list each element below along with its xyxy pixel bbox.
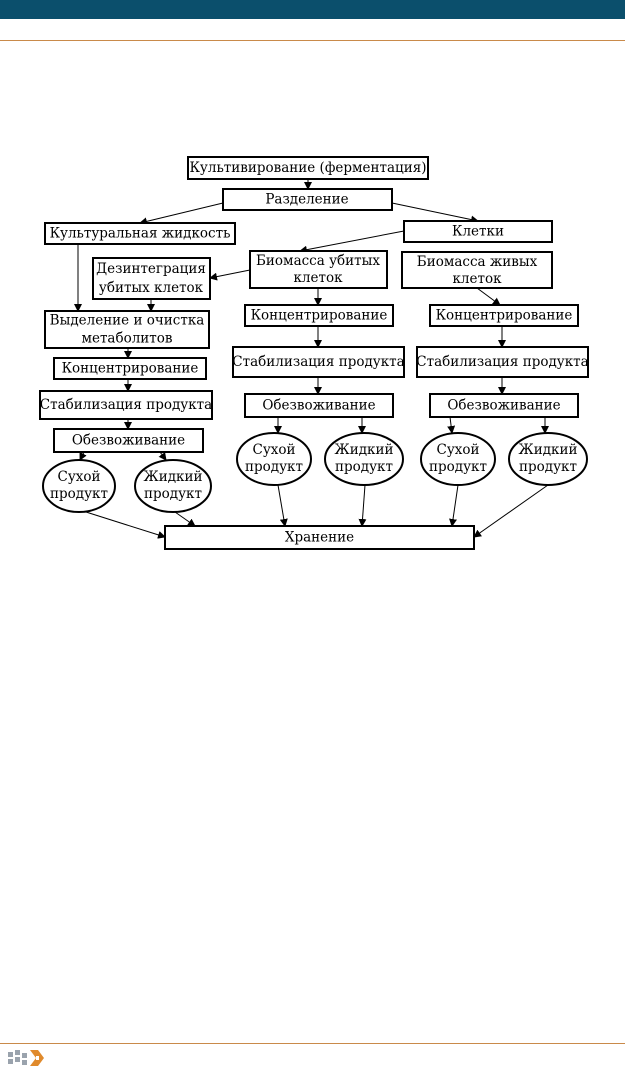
- flow-arrow: [158, 451, 167, 461]
- flow-arrow: [79, 451, 87, 461]
- header-rule: [0, 40, 625, 41]
- flow-arrow: [447, 416, 456, 434]
- dry-product-2-line2: продукт: [245, 459, 303, 475]
- box-living-biomass-line1: Биомасса живых: [417, 254, 538, 270]
- box-separation-label: Разделение: [265, 192, 348, 208]
- box-stabilization-3-label: Стабилизация продукта: [416, 354, 588, 370]
- flow-arrow: [139, 202, 224, 226]
- box-stabilization-2-label: Стабилизация продукта: [232, 354, 404, 370]
- flow-arrow: [449, 484, 459, 527]
- box-dehydration-3-label: Обезвоживание: [447, 398, 560, 414]
- box-living-biomass-line2: клеток: [452, 271, 502, 287]
- box-cells-label: Клетки: [452, 224, 504, 240]
- box-isolation: Выделение и очистка метаболитов: [44, 310, 210, 349]
- flow-arrow: [209, 269, 251, 281]
- box-cultivation-label: Культивирование (ферментация): [189, 160, 426, 176]
- box-dehydration-1: Обезвоживание: [53, 428, 204, 453]
- ellipse-dry-product-1: Сухой продукт: [42, 459, 116, 513]
- box-concentration-3: Концентрирование: [429, 304, 579, 327]
- dry-product-1-line2: продукт: [50, 486, 108, 502]
- dry-product-1-line1: Сухой: [57, 469, 100, 485]
- dry-product-3-line2: продукт: [429, 459, 487, 475]
- ellipse-dry-product-2: Сухой продукт: [236, 432, 312, 486]
- box-living-biomass: Биомасса живых клеток: [401, 251, 553, 289]
- flow-arrow: [277, 484, 288, 527]
- flow-arrow: [358, 484, 367, 527]
- flow-arrows: [74, 179, 549, 539]
- box-concentration-1-label: Концентрирование: [62, 361, 199, 377]
- liquid-product-2-line2: продукт: [335, 459, 393, 475]
- ellipse-liquid-product-3: Жидкий продукт: [508, 432, 588, 486]
- liquid-product-1-line2: продукт: [144, 486, 202, 502]
- box-cultivation: Культивирование (ферментация): [187, 156, 429, 180]
- box-culture-liquid-label: Культуральная жидкость: [50, 226, 231, 242]
- box-concentration-2: Концентрирование: [244, 304, 394, 327]
- box-disintegration-line2: убитых клеток: [99, 280, 204, 296]
- box-dehydration-2-label: Обезвоживание: [262, 398, 375, 414]
- box-stabilization-2: Стабилизация продукта: [232, 346, 405, 378]
- box-killed-biomass-line2: клеток: [293, 270, 343, 286]
- ellipse-liquid-product-1: Жидкий продукт: [134, 459, 212, 513]
- box-storage-label: Хранение: [285, 530, 354, 546]
- flow-arrow: [85, 511, 166, 539]
- flow-arrow: [299, 230, 405, 254]
- box-concentration-2-label: Концентрирование: [251, 308, 388, 324]
- box-separation: Разделение: [222, 188, 393, 211]
- box-dehydration-2: Обезвоживание: [244, 393, 394, 418]
- box-concentration-3-label: Концентрирование: [436, 308, 573, 324]
- liquid-product-3-line2: продукт: [519, 459, 577, 475]
- box-concentration-1: Концентрирование: [53, 357, 207, 380]
- header-bar: [0, 0, 625, 19]
- box-dehydration-1-label: Обезвоживание: [72, 433, 185, 449]
- box-killed-biomass-line1: Биомасса убитых: [256, 253, 380, 269]
- dry-product-3-line1: Сухой: [436, 442, 479, 458]
- box-dehydration-3: Обезвоживание: [429, 393, 579, 418]
- box-storage: Хранение: [164, 525, 475, 550]
- box-stabilization-3: Стабилизация продукта: [416, 346, 589, 378]
- liquid-product-2-line1: Жидкий: [335, 442, 394, 458]
- box-isolation-line1: Выделение и очистка: [50, 313, 205, 329]
- footer-rule: [0, 1043, 625, 1044]
- box-stabilization-1: Стабилизация продукта: [39, 390, 213, 420]
- ellipse-liquid-product-2: Жидкий продукт: [324, 432, 404, 486]
- ellipse-dry-product-3: Сухой продукт: [420, 432, 496, 486]
- flow-arrow: [391, 202, 479, 224]
- box-stabilization-1-label: Стабилизация продукта: [40, 397, 212, 413]
- flow-arrow: [473, 484, 549, 538]
- flow-arrow: [476, 287, 501, 306]
- box-cells: Клетки: [403, 220, 553, 243]
- box-culture-liquid: Культуральная жидкость: [44, 222, 236, 245]
- dry-product-2-line1: Сухой: [252, 442, 295, 458]
- box-isolation-line2: метаболитов: [81, 331, 172, 347]
- publisher-logo-icon: [8, 1050, 44, 1066]
- box-killed-biomass: Биомасса убитых клеток: [249, 250, 388, 289]
- flow-arrow: [174, 511, 196, 527]
- liquid-product-1-line1: Жидкий: [144, 469, 203, 485]
- box-disintegration-line1: Дезинтеграция: [96, 261, 206, 277]
- box-disintegration: Дезинтеграция убитых клеток: [92, 257, 211, 300]
- liquid-product-3-line1: Жидкий: [519, 442, 578, 458]
